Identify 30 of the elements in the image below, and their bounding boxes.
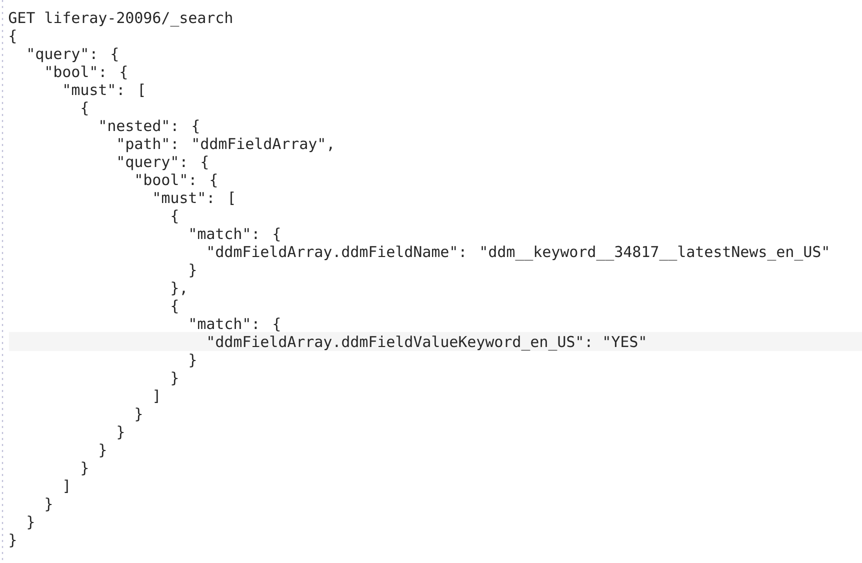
code-line: ] xyxy=(64,480,68,493)
code-line: { xyxy=(172,210,178,224)
code-line: "nested": { xyxy=(100,120,199,134)
code-line: } xyxy=(190,264,196,278)
code-line: } xyxy=(136,408,142,422)
code-line: } xyxy=(10,534,16,548)
code-line: "path": "ddmFieldArray", xyxy=(118,138,332,152)
code-line: "query": { xyxy=(28,48,118,62)
code-line: } xyxy=(118,426,124,440)
code-line: } xyxy=(190,354,196,368)
code-line: GET liferay-20096/_search xyxy=(8,12,232,27)
code-line: "ddmFieldArray.ddmFieldValueKeyword_en_US": "YES" xyxy=(208,336,645,351)
code-line: "bool": { xyxy=(136,174,217,188)
code-line: "match": { xyxy=(190,318,280,332)
code-line: } xyxy=(28,516,34,530)
code-line: "must": [ xyxy=(64,84,144,97)
code-line: "ddmFieldArray.ddmFieldName": "ddm__keyword__34817__latestNews_en_US" xyxy=(208,246,828,261)
code-line: "match": { xyxy=(190,228,280,242)
code-line: { xyxy=(10,30,16,44)
code-line: }, xyxy=(172,282,185,296)
code-line: "must": [ xyxy=(154,192,234,205)
code-line: } xyxy=(172,372,178,386)
code-line: } xyxy=(82,462,88,476)
code-line: { xyxy=(172,300,178,314)
code-line: "bool": { xyxy=(46,66,127,80)
code-line: } xyxy=(46,498,52,512)
code-line: } xyxy=(100,444,106,458)
code-line: { xyxy=(82,102,88,116)
code-line: "query": { xyxy=(118,156,208,170)
code-line: ] xyxy=(154,390,158,403)
